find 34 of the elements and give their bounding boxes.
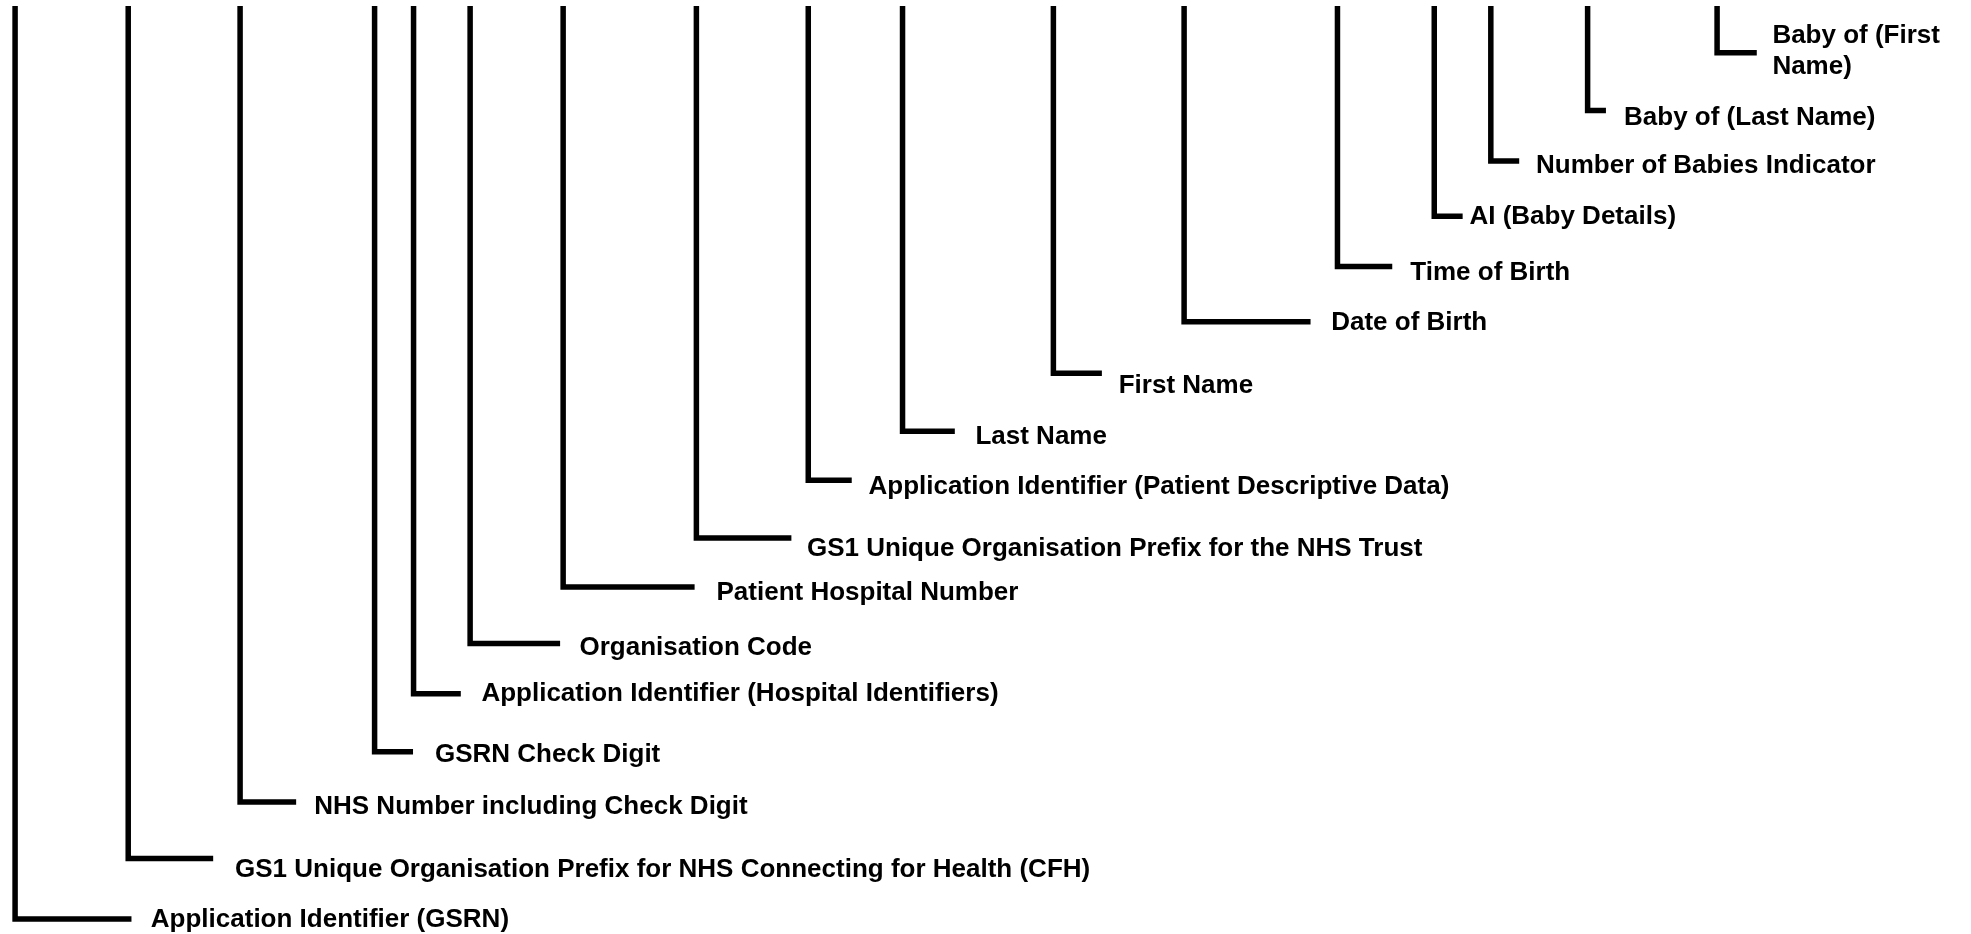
callout-label: Application Identifier (Hospital Identifiers) [460,677,999,709]
leader-line [1334,6,1393,270]
callout-label: Date of Birth [1310,306,1488,338]
leader-line [1714,6,1757,56]
callout-label: Last Name [954,420,1107,452]
leader-line [125,6,214,862]
leader-line [1584,6,1606,114]
leader-line [467,6,561,647]
callout-label: GS1 Unique Organisation Prefix for NHS Connecting for Health (CFH) [213,853,1091,885]
leader-line [237,6,297,805]
leader-line [1181,6,1311,325]
leader-line [693,6,792,541]
callout-label: NHS Number including Check Digit [296,790,748,822]
callout-label: Number of Babies Indicator [1519,149,1876,181]
leader-line [1488,6,1520,164]
leader-line [371,6,414,755]
callout-label: Organisation Code [560,631,813,663]
leader-line [410,6,461,697]
callout-label: Time of Birth [1392,255,1571,288]
callout-label: Baby of (First Name) [1756,19,1971,82]
leader-line [560,6,695,590]
callout-label: Application Identifier (Patient Descriptive Data) [851,470,1450,503]
callout-label: GS1 Unique Organisation Prefix for the NHS Trust [791,532,1423,564]
leader-line [12,6,132,922]
callout-label: AI (Baby Details) [1462,200,1677,232]
leader-line [1050,6,1102,377]
leader-line [805,6,852,483]
callout-label: Patient Hospital Number [694,576,1019,608]
leader-line [1431,6,1463,219]
callout-label: Application Identifier (GSRN) [131,903,510,934]
callout-label: GSRN Check Digit [413,738,661,770]
callout-label: Baby of (Last Name) [1605,101,1876,133]
leader-line [899,6,955,434]
callout-label: First Name [1101,369,1254,401]
